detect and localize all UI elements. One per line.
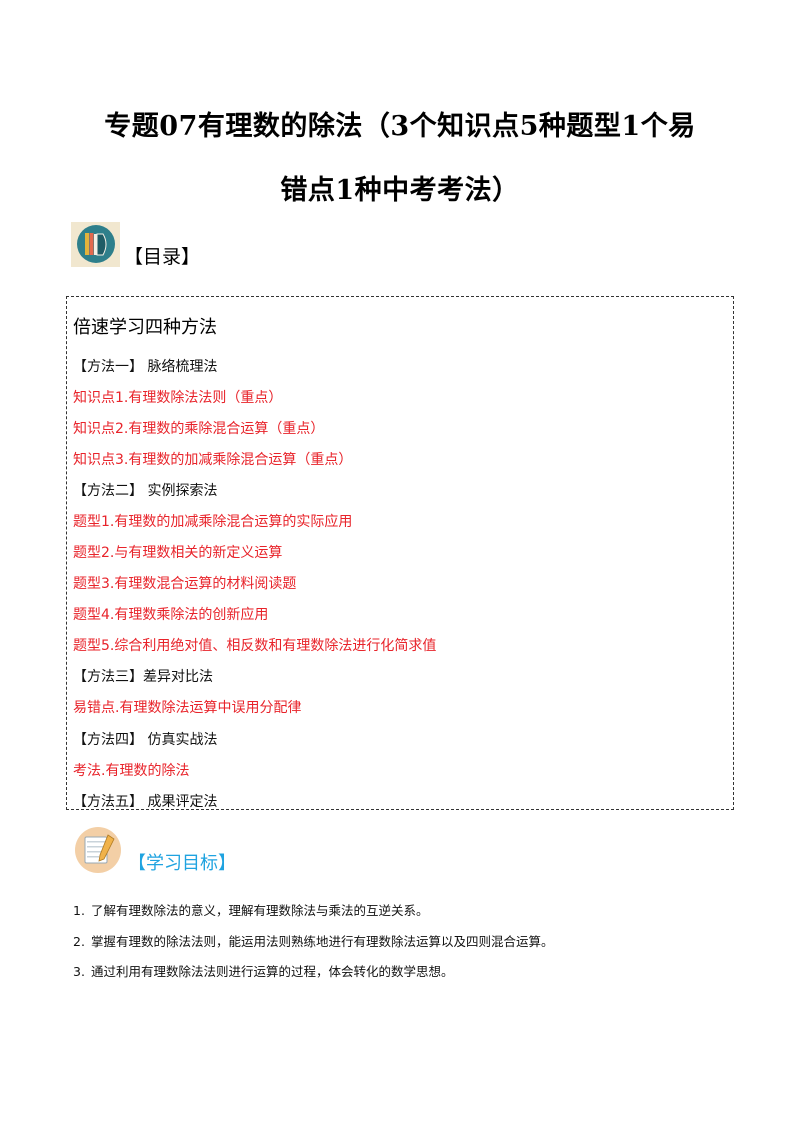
toc-line: 【方法四】 仿真实战法 [73,732,218,748]
goal-item: 1. 了解有理数除法的意义，理解有理数除法与乘法的互逆关系。 [73,902,429,920]
goal-item: 3. 通过利用有理数除法法则进行运算的过程，体会转化的数学思想。 [73,963,454,981]
goals-heading: 【学习目标】 [128,853,236,874]
goal-item-text: 掌握有理数的除法法则，能运用法则熟练地进行有理数除法运算以及四则混合运算。 [91,934,554,949]
toc-line: 知识点3.有理数的加减乘除混合运算（重点） [73,452,353,468]
goal-item-number: 1. [73,903,85,918]
toc-box-title: 倍速学习四种方法 [73,317,217,338]
toc-line: 题型1.有理数的加减乘除混合运算的实际应用 [73,514,353,530]
goal-item-number: 2. [73,934,85,949]
title-line-2: 错点1种中考考法） [280,175,520,206]
toc-line: 易错点.有理数除法运算中误用分配律 [73,700,302,716]
toc-line: 题型5.综合利用绝对值、相反数和有理数除法进行化简求值 [73,638,437,654]
toc-line: 【方法三】差异对比法 [73,669,213,685]
goal-item-text: 了解有理数除法的意义，理解有理数除法与乘法的互逆关系。 [91,903,429,918]
toc-line: 知识点1.有理数除法法则（重点） [73,390,283,406]
goal-item-text: 通过利用有理数除法法则进行运算的过程，体会转化的数学思想。 [91,964,454,979]
toc-line: 题型4.有理数乘除法的创新应用 [73,607,269,623]
goal-item: 2. 掌握有理数的除法法则，能运用法则熟练地进行有理数除法运算以及四则混合运算。 [73,933,554,951]
toc-box [66,296,734,810]
books-icon [71,222,120,267]
toc-line: 考法.有理数的除法 [73,763,190,779]
toc-line: 题型3.有理数混合运算的材料阅读题 [73,576,297,592]
toc-heading: 【目录】 [124,246,201,268]
toc-line: 【方法一】 脉络梳理法 [73,359,218,375]
toc-line: 【方法五】 成果评定法 [73,794,218,810]
toc-line: 题型2.与有理数相关的新定义运算 [73,545,283,561]
toc-line: 【方法二】 实例探索法 [73,483,218,499]
title-line-1: 专题07有理数的除法（3个知识点5种题型1个易 [104,111,696,142]
goal-item-number: 3. [73,964,85,979]
toc-line: 知识点2.有理数的乘除混合运算（重点） [73,421,325,437]
notepad-icon [75,827,121,873]
